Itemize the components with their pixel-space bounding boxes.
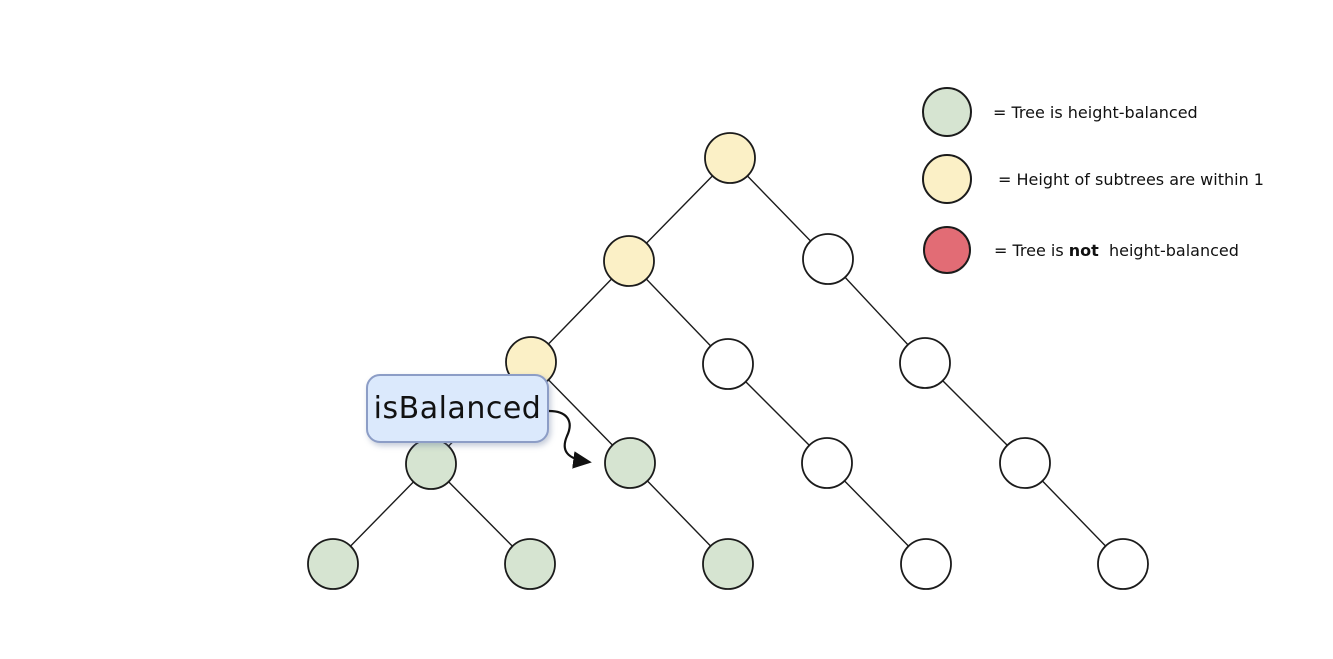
tree-node-LLR [604, 437, 656, 489]
legend-text-not-balanced: = Tree is not height-balanced [994, 240, 1239, 260]
tree-node-LLLR [504, 538, 556, 590]
tree-node-R [802, 233, 854, 285]
tree-node-LRRR [900, 538, 952, 590]
tree-node-L [603, 235, 655, 287]
legend-item-within-one: = Height of subtrees are within 1 [922, 154, 1264, 204]
tree-node-RR [899, 337, 951, 389]
isbalanced-label: isBalanced [366, 374, 549, 443]
legend-text-balanced: = Tree is height-balanced [993, 102, 1198, 122]
legend-swatch-yellow [922, 154, 972, 204]
tree-node-RRR [999, 437, 1051, 489]
legend-swatch-red [923, 226, 971, 274]
legend-swatch-green [922, 87, 972, 137]
tree-node-LLL [405, 438, 457, 490]
tree-node-LR [702, 338, 754, 390]
legend-item-balanced: = Tree is height-balanced [922, 87, 1198, 137]
tree-node-LLRR [702, 538, 754, 590]
legend-text-within-one: = Height of subtrees are within 1 [998, 169, 1264, 189]
tree-node-root [704, 132, 756, 184]
isbalanced-label-text: isBalanced [373, 391, 542, 426]
tree-node-RRRR [1097, 538, 1149, 590]
tree-node-LLLL [307, 538, 359, 590]
legend-item-not-balanced: = Tree is not height-balanced [923, 226, 1239, 274]
tree-node-LRR [801, 437, 853, 489]
